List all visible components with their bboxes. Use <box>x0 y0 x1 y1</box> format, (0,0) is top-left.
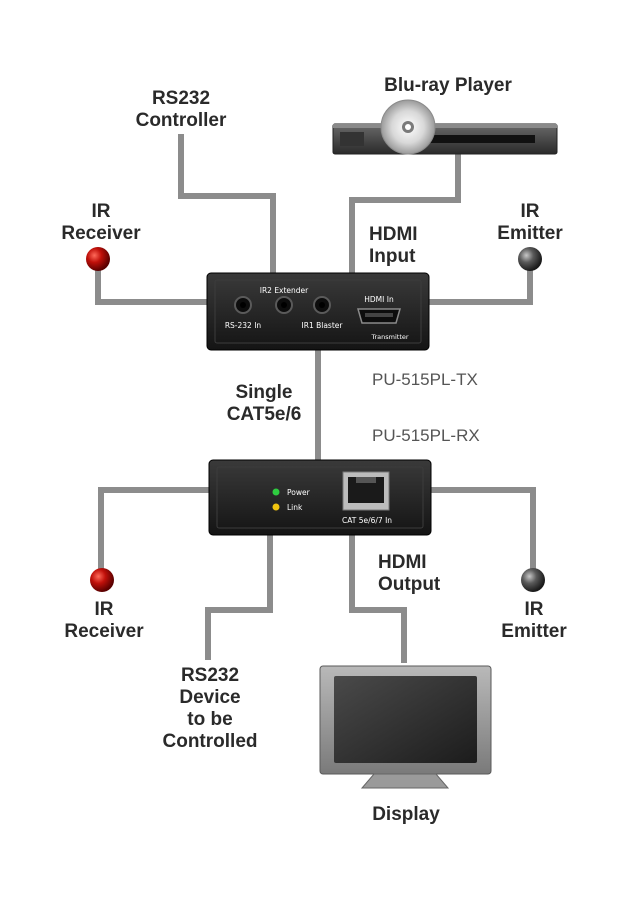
svg-text:RS232: RS232 <box>152 88 210 109</box>
label-ir-emitter-bottom: IR Emitter <box>501 599 567 642</box>
model-tx: PU-515PL-TX <box>372 370 478 389</box>
svg-text:RS232: RS232 <box>181 665 239 686</box>
ir-receiver-top-icon <box>86 247 110 271</box>
label-ir-emitter-top: IR Emitter <box>497 201 563 244</box>
model-rx: PU-515PL-RX <box>372 426 480 445</box>
svg-text:HDMI: HDMI <box>369 224 418 245</box>
label-ir-receiver-top: IR Receiver <box>61 201 141 244</box>
cable-hdmi-input <box>349 152 461 278</box>
cat-in-label: CAT 5e/6/7 In <box>342 516 392 525</box>
svg-text:CAT5e/6: CAT5e/6 <box>227 404 302 425</box>
ir-emitter-bottom-icon <box>521 568 545 592</box>
bluray-player-icon <box>332 99 558 155</box>
svg-text:Controlled: Controlled <box>163 731 258 752</box>
link-led-icon <box>272 503 280 511</box>
label-ir-receiver-bottom: IR Receiver <box>64 599 144 642</box>
label-hdmi-input: HDMI Input <box>369 224 418 267</box>
link-label: Link <box>287 503 303 512</box>
ir-emitter-top-icon <box>518 247 542 271</box>
display-icon <box>319 665 492 789</box>
label-hdmi-output: HDMI Output <box>378 552 441 595</box>
svg-text:IR: IR <box>92 201 111 222</box>
label-rs232-controller: RS232 Controller <box>136 88 227 131</box>
svg-text:Receiver: Receiver <box>61 223 141 244</box>
svg-text:Emitter: Emitter <box>501 621 567 642</box>
ir-receiver-bottom-icon <box>90 568 114 592</box>
rj45-port-icon <box>342 471 390 511</box>
svg-text:IR: IR <box>521 201 540 222</box>
svg-text:Device: Device <box>179 687 240 708</box>
svg-text:to be: to be <box>187 709 232 730</box>
hdmi-in-label: HDMI In <box>364 295 394 304</box>
ir1-blaster-label: IR1 Blaster <box>302 321 344 330</box>
label-display: Display <box>372 804 440 825</box>
receiver-device: Power Link CAT 5e/6/7 In <box>208 459 432 536</box>
rs232-in-port-icon <box>234 296 252 314</box>
cable-ir-receiver-bottom <box>98 487 210 570</box>
svg-text:Receiver: Receiver <box>64 621 144 642</box>
rs232-in-label: RS-232 In <box>225 321 262 330</box>
power-led-icon <box>272 488 280 496</box>
label-single-cat: Single CAT5e/6 <box>227 382 302 425</box>
svg-text:Input: Input <box>369 246 416 267</box>
svg-text:Single: Single <box>235 382 292 403</box>
power-label: Power <box>287 488 311 497</box>
svg-text:Controller: Controller <box>136 110 227 131</box>
svg-text:IR: IR <box>525 599 544 620</box>
cable-ir-receiver-top <box>95 270 208 305</box>
ir1-blaster-port-icon <box>313 296 331 314</box>
cable-hdmi-output <box>349 532 407 663</box>
hdmi-in-port-icon <box>357 308 401 324</box>
cable-rs232-device <box>205 532 273 660</box>
cable-rs232-controller <box>178 134 276 290</box>
svg-text:Emitter: Emitter <box>497 223 563 244</box>
svg-text:HDMI: HDMI <box>378 552 427 573</box>
transmitter-device: IR2 Extender RS-232 In IR1 Blaster HDMI … <box>206 272 430 351</box>
cables <box>95 134 536 663</box>
svg-text:Output: Output <box>378 574 441 595</box>
cable-ir-emitter-top <box>428 270 533 305</box>
svg-text:IR: IR <box>95 599 114 620</box>
cable-ir-emitter-bottom <box>430 487 536 570</box>
ir2-extender-label: IR2 Extender <box>260 286 309 295</box>
label-rs232-device: RS232 Device to be Controlled <box>163 665 258 752</box>
label-bluray-player: Blu-ray Player <box>384 75 512 96</box>
ir2-extender-port-icon <box>275 296 293 314</box>
transmitter-label: Transmitter <box>370 333 408 341</box>
